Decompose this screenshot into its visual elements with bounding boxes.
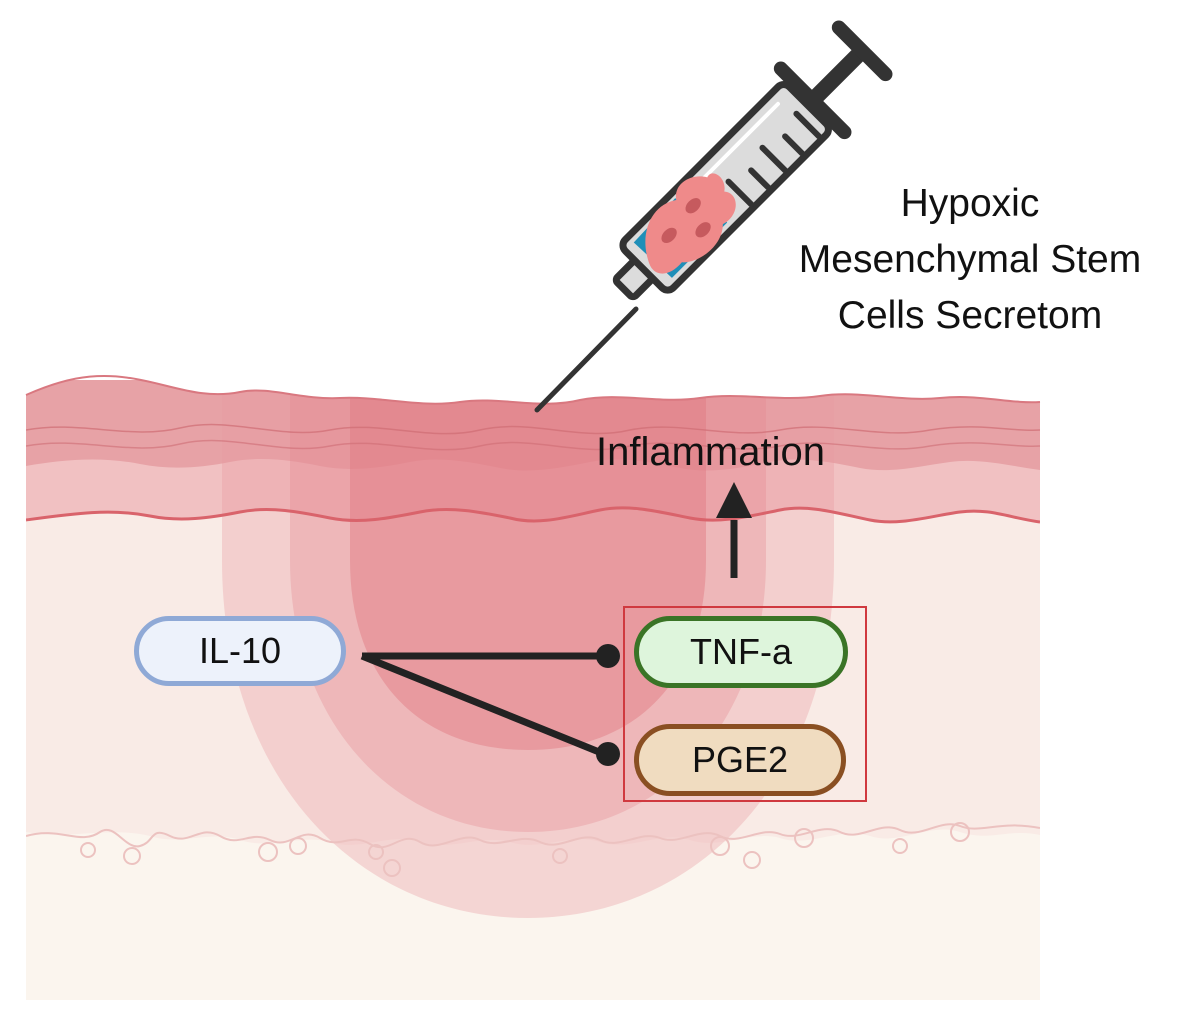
treatment-title-line-3: Cells Secretom [837,294,1103,337]
inflammation-label: Inflammation [596,430,825,474]
syringe-graduation-marks [725,110,823,208]
epidermis-wave-line-1 [26,423,1040,435]
inhibition-line-pge2 [360,652,606,758]
pge2-label: PGE2 [691,739,789,780]
increase-arrow-icon [716,482,752,578]
syringe-icon [534,20,893,413]
skin-surface-edge [25,375,1041,405]
skin-layers [26,380,1040,1000]
inflammation-zone-middle [290,380,766,832]
tnf-alpha-label: TNF-a [690,631,792,672]
hypodermis-fat-outline [26,823,1040,849]
il10-node: IL-10 [134,616,346,686]
syringe-flange [773,61,852,140]
treatment-title: Hypoxic Mesenchymal Stem Cells Secretom [760,176,1180,344]
epidermis-wave-line-2 [26,439,1040,451]
inhibition-connectors [360,644,620,766]
inhibition-endpoint-pge2 [596,742,620,766]
pro-inflammatory-target-box [623,606,867,802]
stem-cells-icon [633,173,736,278]
syringe-plunger-handle [831,20,893,82]
fat-cell-circles [80,822,970,877]
syringe-needle [534,306,639,413]
inhibition-endpoint-tnf [596,644,620,668]
syringe-highlight [691,101,781,191]
tnf-alpha-node: TNF-a [634,616,848,688]
pge2-node: PGE2 [634,724,846,796]
il10-label: IL-10 [198,630,282,671]
dermis-boundary-line [26,506,1040,524]
syringe-plunger-rod [810,45,868,103]
treatment-title-line-1: Hypoxic [900,182,1040,225]
treatment-title-line-2: Mesenchymal Stem [798,238,1142,281]
